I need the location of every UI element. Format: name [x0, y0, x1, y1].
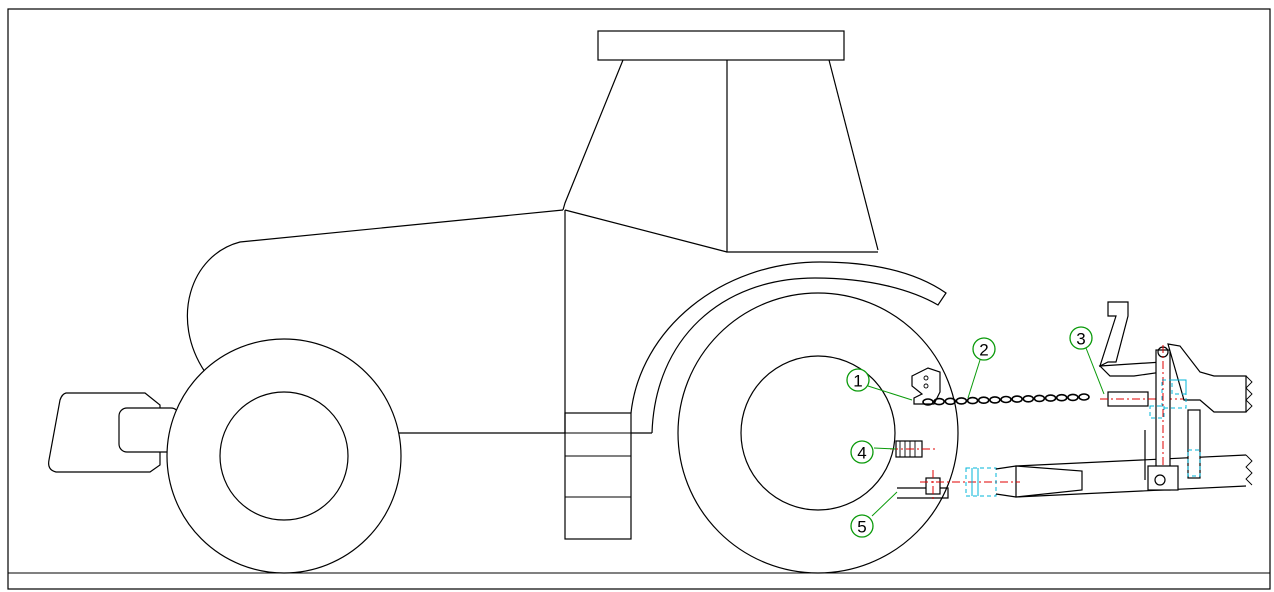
- cab-windshield: [562, 59, 624, 211]
- chain-link: [1033, 394, 1046, 403]
- chain-link: [1078, 393, 1090, 401]
- callout-2: 2: [972, 337, 996, 361]
- cab-door: [726, 60, 878, 253]
- leader-2: [967, 359, 981, 399]
- rear-fender: [630, 261, 947, 434]
- chain-link: [966, 396, 979, 405]
- drawbar-bar: [897, 487, 949, 499]
- chain-link: [1067, 393, 1079, 402]
- driveline-shield: [1015, 465, 1083, 498]
- chain-link: [922, 398, 934, 406]
- tractor-body: [48, 30, 947, 540]
- balloon: [846, 368, 870, 392]
- chain-link: [1044, 394, 1057, 402]
- callout-3: 3: [1069, 326, 1093, 350]
- safety-chain: [922, 393, 1090, 406]
- hitch-frame: [1167, 343, 1247, 413]
- balloon: [850, 440, 874, 464]
- drawing-frame: [7, 8, 1271, 590]
- cab-roof: [597, 30, 845, 61]
- implement-hitch: [1098, 301, 1253, 491]
- cab-rear-pillar: [828, 59, 879, 251]
- callout-label: 5: [857, 518, 866, 537]
- balloon: [972, 337, 996, 361]
- callout-5: 5: [850, 514, 874, 538]
- steps: [564, 412, 632, 540]
- break-line: [1245, 375, 1253, 413]
- chain-link: [977, 396, 990, 405]
- chain-link: [1000, 395, 1012, 404]
- rear-wheel: [677, 292, 959, 574]
- break-line: [1245, 454, 1253, 486]
- drawbar: [897, 470, 1000, 500]
- bracket-hole: [923, 375, 929, 381]
- rear-rim: [740, 355, 896, 511]
- hidden-coupler-pin: [1171, 379, 1187, 395]
- balloon: [850, 514, 874, 538]
- pto-shaft: [890, 440, 938, 458]
- callout-label: 1: [853, 372, 862, 391]
- callout-label: 2: [979, 341, 988, 360]
- body-side: [398, 210, 566, 434]
- leaders: [867, 347, 1105, 517]
- front-rim: [219, 391, 349, 521]
- rear-tire: [677, 292, 959, 574]
- chain-link: [944, 397, 957, 406]
- chain-link: [933, 397, 945, 406]
- clevis-pin: [1154, 474, 1166, 486]
- chain-link: [955, 397, 968, 405]
- balloon: [1069, 326, 1093, 350]
- leader-4: [873, 447, 897, 450]
- hitch-arm: [1098, 361, 1163, 377]
- hood: [186, 209, 564, 373]
- lower-clevis: [1147, 465, 1179, 491]
- leader-5: [871, 491, 898, 517]
- bracket-hole: [923, 383, 929, 389]
- chain-link: [1011, 395, 1023, 403]
- callout-1: 1: [846, 368, 870, 392]
- frame-leg: [1187, 409, 1201, 479]
- callout-4: 4: [850, 440, 874, 464]
- front-tire: [166, 338, 402, 574]
- hidden-leg: [1187, 449, 1201, 477]
- driveline-yoke: [965, 467, 997, 497]
- hidden-bushing: [1149, 405, 1165, 419]
- implement-driveline: [965, 454, 1253, 498]
- chain-link: [1055, 393, 1068, 402]
- hitch-handle: [1098, 301, 1129, 368]
- chain-link: [1022, 394, 1035, 403]
- leader-3: [1085, 347, 1105, 395]
- leader-1: [867, 385, 913, 401]
- cab-lower-edge: [564, 209, 728, 253]
- callout-label: 4: [857, 444, 866, 463]
- callout-label: 3: [1076, 330, 1085, 349]
- chain-link: [989, 396, 1001, 404]
- front-wheel: [166, 338, 402, 574]
